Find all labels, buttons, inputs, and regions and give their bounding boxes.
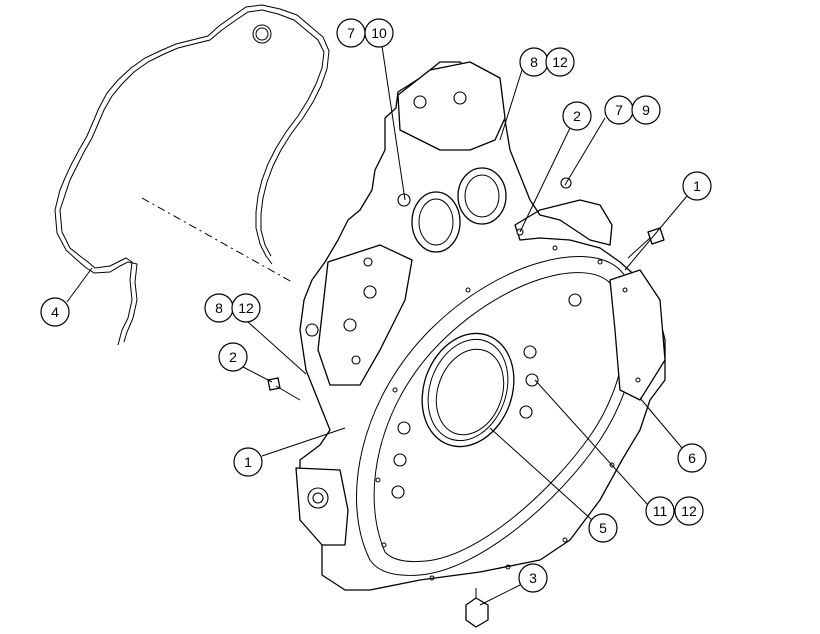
flange-holes [375,245,641,581]
callout-label: 10 [371,25,387,41]
callout-c-8-top: 8 [499,47,549,141]
callout-label: 9 [642,102,650,118]
callout-c-12-left: 12 [231,293,261,323]
callout-c-7-right: 7 [564,95,634,186]
callout-label: 3 [529,570,537,586]
centerline [141,197,293,283]
callout-c-1-right: 1 [624,171,712,271]
leader-line [261,427,346,457]
callout-c-3: 3 [479,563,548,606]
callout-c-2-top: 2 [519,101,592,233]
leader-line [242,366,273,383]
callout-circle [233,447,263,477]
bolt-item-2 [267,377,301,401]
callout-circle [677,443,707,473]
callout-label: 12 [238,300,254,316]
leader-line [489,427,593,521]
leader-line [381,45,406,201]
callout-c-9: 9 [631,95,661,125]
callout-circle [518,563,548,593]
callout-label: 7 [347,25,355,41]
callout-circle [231,293,261,323]
callout-c-12-top: 12 [545,47,575,77]
callout-label: 2 [573,108,581,124]
callout-label: 6 [688,450,696,466]
leader-line [534,379,649,506]
leader-line [66,267,93,303]
callout-circle [674,496,704,526]
callout-label: 7 [615,102,623,118]
bolt-item-1 [627,227,665,259]
callout-circle [588,513,618,543]
callout-label: 1 [244,454,252,470]
leader-line [247,321,307,375]
callout-circle [364,18,394,48]
flywheel-housing [295,61,666,591]
callout-c-10: 10 [364,18,394,48]
callout-label: 11 [653,503,668,519]
leader-line [624,195,688,271]
callout-c-5: 5 [489,427,618,543]
leader-line [499,69,523,141]
callout-label: 5 [599,520,607,536]
callout-circle [682,171,712,201]
callout-label: 1 [693,178,701,194]
flange-bolts [305,91,582,499]
gasket [54,4,330,346]
callout-c-2-left: 2 [218,342,273,383]
callout-label: 2 [229,349,237,365]
callout-label: 8 [530,54,538,70]
plug-item-3 [465,588,489,628]
callout-c-4: 4 [40,267,93,327]
leader-line [639,397,683,449]
callout-circle [645,496,675,526]
leader-line [479,584,521,606]
callout-c-11: 11 [534,379,675,526]
callout-label: 12 [681,503,697,519]
leader-line [519,127,571,233]
callout-c-6: 6 [639,397,707,473]
callout-c-12-bottom: 12 [674,496,704,526]
callout-label: 8 [215,300,223,316]
callout-circle [562,101,592,131]
callout-c-7-top: 7 [336,18,406,201]
callout-label: 12 [552,54,568,70]
callout-circle [40,297,70,327]
callout-circle [631,95,661,125]
leader-line [564,117,606,186]
callout-circle [218,342,248,372]
callout-label: 4 [51,304,59,320]
callout-c-8-left: 8 [204,293,307,375]
callout-c-1-left: 1 [233,427,346,477]
callout-circle [545,47,575,77]
